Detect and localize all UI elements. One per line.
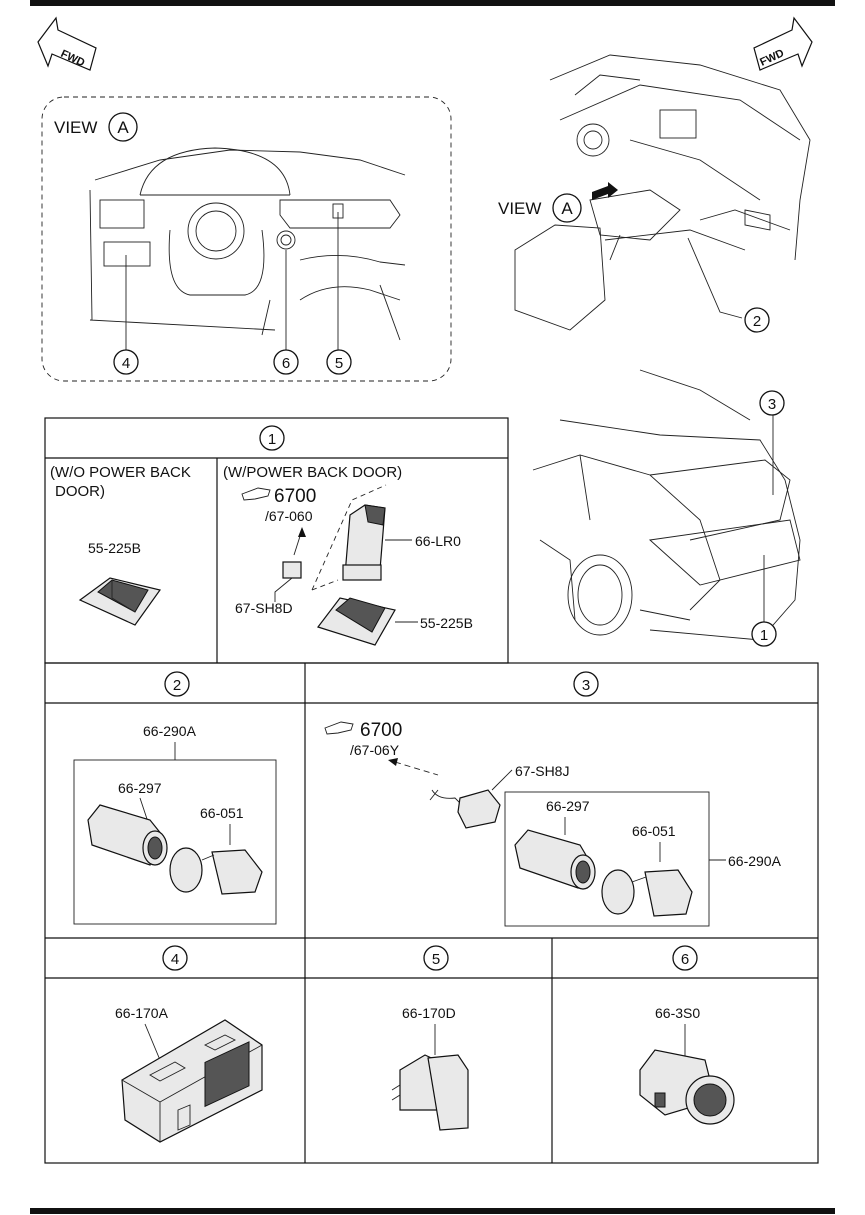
section-4-number: 4 (162, 945, 188, 971)
svg-text:5: 5 (335, 355, 343, 372)
section-4-part-label: 66-170A (115, 1005, 169, 1021)
top-rule (30, 0, 835, 6)
svg-text:3: 3 (768, 396, 776, 413)
section-6-part-label: 66-3S0 (655, 1005, 700, 1021)
section-1-ref-code: 6700 (274, 486, 316, 507)
view-direction-arrow-icon (592, 182, 618, 200)
svg-text:4: 4 (122, 355, 130, 372)
power-back-door-switch-drawing (342, 504, 386, 581)
view-a-inset-frame (41, 96, 452, 382)
view-a-main-circle (552, 193, 582, 223)
section-2-cap-label: 66-051 (200, 805, 244, 821)
section-1-right-heading: (W/POWER BACK DOOR) (223, 464, 402, 481)
round-socket-drawing (639, 1049, 735, 1125)
section-5-part-label: 66-170D (402, 1005, 456, 1021)
svg-text:2: 2 (753, 313, 761, 330)
bottom-rule (30, 1208, 835, 1214)
callout-3-main: 3 (759, 390, 785, 416)
section-2-socket-label: 66-297 (118, 780, 162, 796)
view-a-inset-label: VIEW (54, 118, 97, 137)
bezel-part-drawing-2 (317, 597, 396, 646)
section-2-assembly-box (73, 759, 277, 925)
section-3-number: 3 (573, 671, 599, 697)
section-6-number: 6 (672, 945, 698, 971)
section-1-ref-sub: /67-060 (265, 508, 313, 524)
section-5-number: 5 (423, 945, 449, 971)
dashboard-view-drawing (89, 147, 406, 341)
section-3-assembly-box (504, 791, 710, 927)
socket-cap-drawing (169, 847, 263, 895)
section-3-cap-label: 66-051 (632, 823, 676, 839)
harness-connector-drawing-2 (457, 789, 501, 829)
fwd-label-left: FWD (59, 48, 87, 69)
vehicle-rear-drawing (532, 369, 801, 641)
console-perspective-drawing (514, 54, 811, 331)
section-1-left-heading: (W/O POWER BACK (50, 464, 191, 481)
section-1-left-part-label: 55-225B (88, 540, 141, 556)
callout-2-main: 2 (744, 307, 770, 333)
callout-4-inset: 4 (113, 349, 139, 375)
svg-text:6: 6 (282, 355, 290, 372)
power-socket-drawing (87, 804, 168, 866)
parts-table-grid (44, 417, 819, 1164)
fwd-arrow-left-icon: FWD (37, 16, 97, 71)
view-a-main-letter: A (561, 199, 573, 218)
harness-connector-drawing (282, 561, 302, 579)
view-a-inset-letter: A (117, 118, 129, 137)
svg-text:3: 3 (582, 677, 590, 694)
callout-6-inset: 6 (273, 349, 299, 375)
harness-arrow-icon-2 (388, 758, 398, 766)
reference-hand-icon-2 (324, 721, 354, 735)
section-2-number: 2 (164, 671, 190, 697)
svg-text:4: 4 (171, 951, 179, 968)
section-1-number: 1 (259, 425, 285, 451)
section-1-harness-label: 67-SH8D (235, 600, 293, 616)
section-3-socket-label: 66-297 (546, 798, 590, 814)
section-3-harness-label: 67-SH8J (515, 763, 569, 779)
section-3-ref-code: 6700 (360, 720, 402, 741)
view-a-inset-circle (108, 112, 138, 142)
svg-text:2: 2 (173, 677, 181, 694)
section-1-left-heading-line2: DOOR) (55, 483, 105, 500)
reference-hand-icon (241, 487, 271, 501)
single-switch-drawing (391, 1054, 469, 1131)
socket-cap-drawing-2 (601, 869, 693, 917)
power-socket-drawing-2 (514, 829, 596, 890)
svg-text:6: 6 (681, 951, 689, 968)
harness-arrow-icon (298, 527, 306, 537)
svg-text:1: 1 (268, 431, 276, 448)
section-1-switch-label: 66-LR0 (415, 533, 461, 549)
callout-5-inset: 5 (326, 349, 352, 375)
fwd-arrow-right-icon: FWD (753, 16, 813, 71)
section-1-bezel-label: 55-225B (420, 615, 473, 631)
bezel-part-drawing (78, 577, 162, 626)
callout-1-main: 1 (751, 621, 777, 647)
view-a-main-label: VIEW (498, 199, 541, 218)
section-2-assembly-label: 66-290A (143, 723, 197, 739)
switch-panel-drawing (121, 1019, 263, 1143)
svg-text:5: 5 (432, 951, 440, 968)
section-3-assembly-label: 66-290A (728, 853, 782, 869)
section-3-ref-sub: /67-06Y (350, 742, 400, 758)
svg-text:1: 1 (760, 627, 768, 644)
